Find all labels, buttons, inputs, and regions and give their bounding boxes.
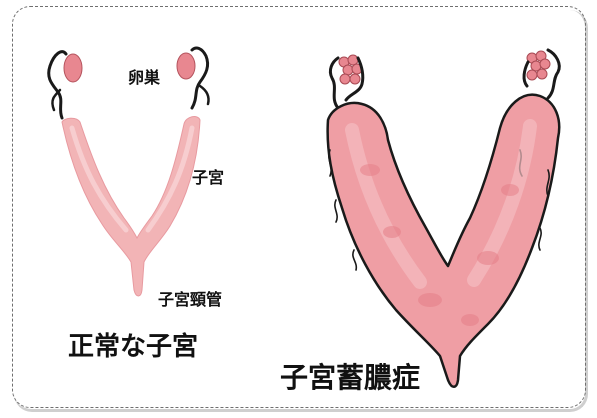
- title-normal-uterus: 正常な子宮: [68, 326, 198, 363]
- normal-right-ovary: [177, 53, 195, 79]
- label-uterus: 子宮: [192, 164, 224, 188]
- normal-right-tube-stroke: [200, 86, 209, 104]
- normal-right-fallopian-tube: [192, 48, 208, 108]
- normal-left-fallopian-tube: [49, 52, 66, 118]
- label-cervical-canal: 子宮頸管: [158, 286, 222, 310]
- title-pyometra: 子宮蓄膿症: [280, 356, 420, 396]
- normal-uterus-body: [62, 117, 200, 296]
- pyometra-uterus-diagram: [328, 50, 560, 387]
- normal-left-ovary: [64, 54, 82, 82]
- label-ovary: 卵巣: [128, 64, 160, 88]
- pyometra-right-ovary: [527, 51, 550, 80]
